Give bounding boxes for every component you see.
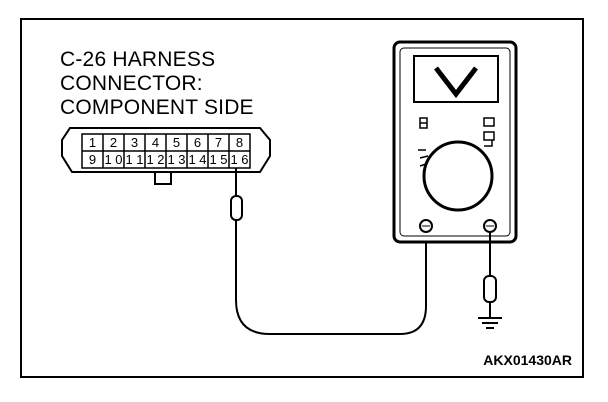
figure-code: AKX01430AR	[483, 352, 572, 368]
figure-frame	[20, 18, 584, 378]
connector-pin-9: 9	[89, 152, 96, 167]
test-lead-wire	[235, 228, 427, 335]
connector-title-line-1: C-26 HARNESS	[60, 48, 216, 71]
connector-pin-6: 6	[194, 135, 201, 150]
connector-pin-1: 1	[89, 135, 96, 150]
connector-lock-tab	[154, 171, 172, 185]
probe-tip	[230, 195, 243, 221]
connector-pin-5: 5	[173, 135, 180, 150]
connector-title-line-3: COMPONENT SIDE	[60, 96, 254, 119]
connector-pin-2: 2	[110, 135, 117, 150]
ground-lead	[478, 232, 502, 329]
v-icon	[434, 66, 478, 99]
test-probe	[230, 168, 427, 335]
connector-pin-7: 7	[215, 135, 222, 150]
connector-pin-4: 4	[152, 135, 159, 150]
connector-pin-3: 3	[131, 135, 138, 150]
voltmeter	[392, 40, 518, 244]
ground-icon	[478, 317, 502, 329]
selector-dial	[422, 140, 494, 212]
connector-title-line-2: CONNECTOR:	[60, 72, 203, 95]
connector-pin-8: 8	[236, 135, 243, 150]
